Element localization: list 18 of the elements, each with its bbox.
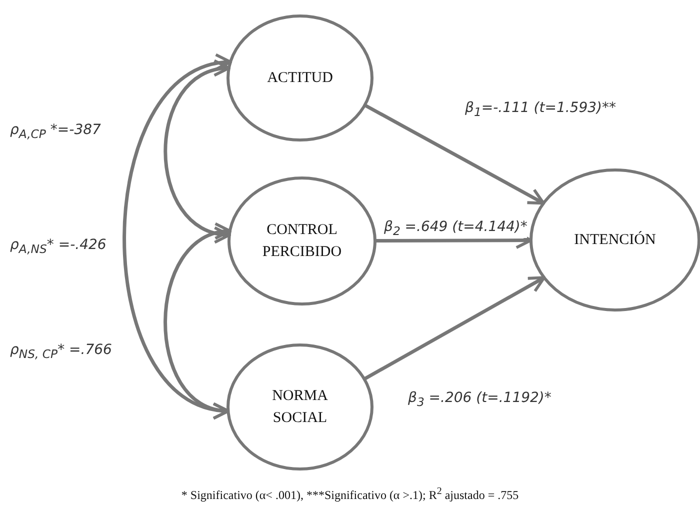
correlation-arrow bbox=[164, 224, 232, 418]
node-label: CONTROL PERCIBIDO bbox=[261, 220, 343, 262]
path-arrow bbox=[363, 276, 546, 381]
construct-ellipse bbox=[226, 14, 374, 142]
node-label: ACTITUD bbox=[267, 68, 333, 88]
construct-ellipse bbox=[228, 176, 376, 306]
correlation-arrow bbox=[164, 62, 231, 242]
coefficient-label: β$_{2}$ =.649 (t=4.144)* bbox=[384, 219, 528, 238]
node-label: INTENCIÓN bbox=[574, 230, 656, 250]
coefficient-label: ρ$_{A,CP}$ *=-387 bbox=[10, 122, 101, 141]
construct-ellipse bbox=[226, 344, 374, 470]
caption: * Significativo (α< .001), ***Significativo (α >.1); R$^{2}$ ajustado = .755 bbox=[180, 486, 520, 503]
coefficient-label: β$_{1}$=-.111 (t=1.593)** bbox=[465, 100, 616, 119]
coefficient-label: β$_{3}$ =.206 (t=.1192)* bbox=[408, 390, 552, 409]
coefficient-label: ρ$_{NS, CP}$* =.766 bbox=[10, 342, 112, 361]
node-label: NORMA SOCIAL bbox=[271, 386, 329, 428]
coefficient-label: ρ$_{A,NS}$* =-.426 bbox=[10, 237, 106, 256]
path-arrow bbox=[364, 104, 545, 205]
